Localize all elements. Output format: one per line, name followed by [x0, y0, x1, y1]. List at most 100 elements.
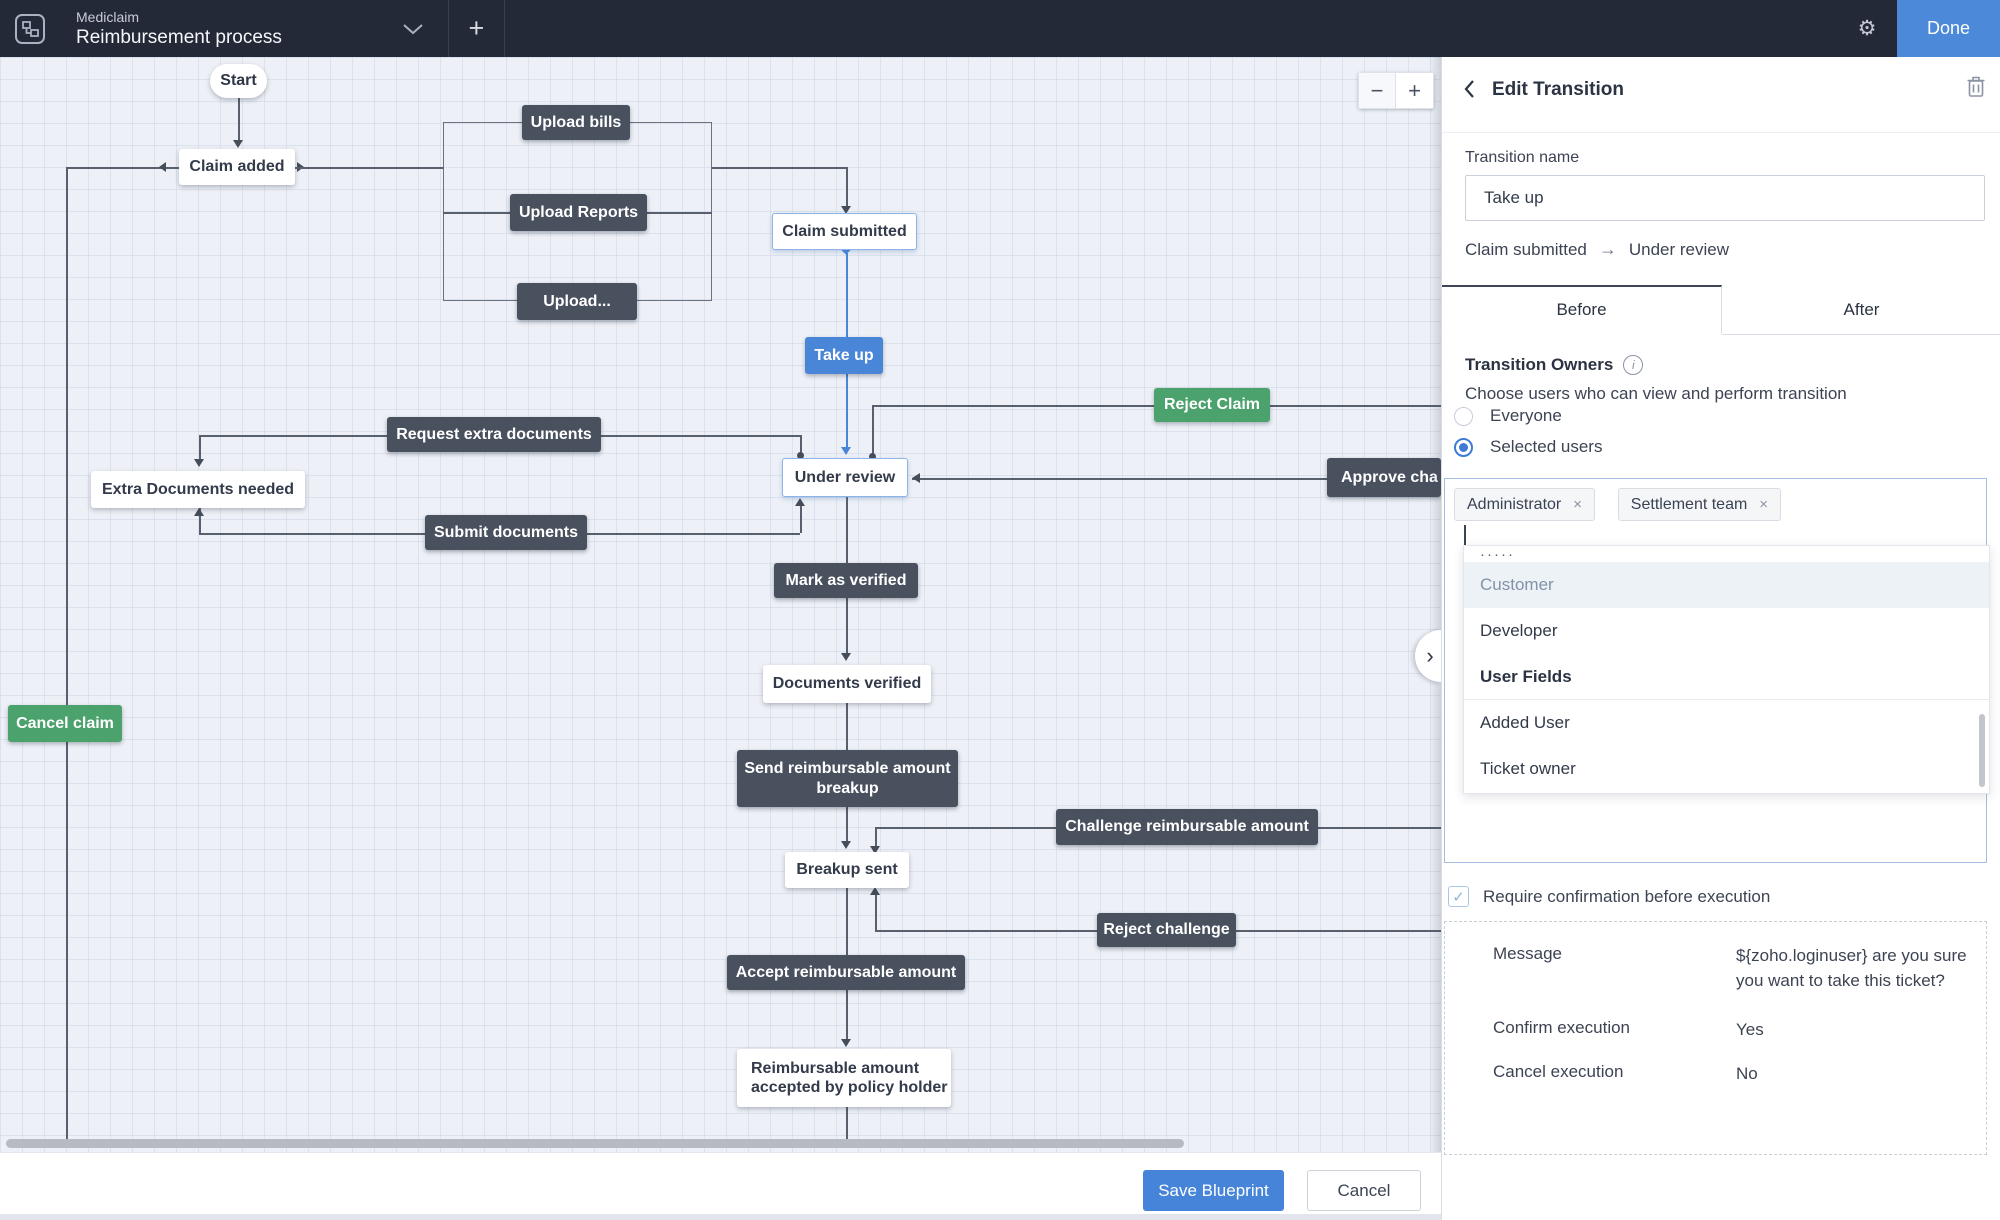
confirmation-row-value: ${zoho.loginuser} are you sure you want …	[1736, 946, 1967, 990]
node-start[interactable]: Start	[210, 64, 267, 98]
node-reimbursable-accepted[interactable]: Reimbursable amount accepted by policy h…	[737, 1049, 951, 1107]
dropdown-scrollbar[interactable]	[1979, 714, 1985, 787]
connector-line	[846, 703, 848, 750]
confirmation-checkbox[interactable]: ✓	[1448, 886, 1469, 907]
radio-selected-icon[interactable]	[1454, 437, 1473, 457]
node-submit-documents[interactable]: Submit documents	[425, 515, 587, 550]
node-claim-submitted[interactable]: Claim submitted	[772, 213, 917, 250]
connector-line	[912, 478, 1327, 480]
delete-transition-button[interactable]	[1966, 75, 1990, 101]
info-icon[interactable]: i	[1623, 355, 1644, 375]
node-upload-reports[interactable]: Upload Reports	[510, 194, 647, 231]
arrowhead-down-icon	[194, 459, 204, 467]
arrowhead-left-icon	[912, 473, 920, 483]
chevron-down-icon	[403, 23, 423, 34]
confirmation-row-message: Message ${zoho.loginuser} are you sure yo…	[1493, 944, 1976, 993]
connector-line	[199, 508, 201, 533]
add-blueprint-button[interactable]: +	[468, 13, 485, 43]
node-upload-more[interactable]: Upload...	[517, 283, 637, 320]
owner-option-selected-users[interactable]: Selected users	[1454, 437, 1602, 457]
connector-line	[846, 167, 848, 209]
node-challenge-amount[interactable]: Challenge reimbursable amount	[1056, 809, 1318, 845]
chip-remove-icon[interactable]: ×	[1573, 496, 1583, 513]
node-breakup-sent[interactable]: Breakup sent	[785, 852, 909, 888]
connector-line	[875, 827, 1056, 829]
connector-line	[846, 1107, 848, 1140]
chevron-left-icon	[1464, 80, 1474, 98]
topbar-divider	[503, 0, 505, 57]
trash-icon	[1967, 76, 1985, 97]
node-extra-documents-needed[interactable]: Extra Documents needed	[91, 471, 305, 508]
process-switcher-button[interactable]	[402, 23, 424, 35]
chip-remove-icon[interactable]: ×	[1759, 496, 1769, 513]
transition-owners-title: Transition Owners i	[1465, 355, 1644, 375]
dropdown-item-developer[interactable]: Developer	[1480, 621, 1558, 640]
radio-unselected-icon[interactable]	[1454, 406, 1473, 426]
confirmation-row-label: Message	[1493, 944, 1562, 963]
confirmation-row-label: Confirm execution	[1493, 1018, 1631, 1037]
source-dot-icon	[797, 452, 804, 459]
connector-line	[800, 435, 802, 454]
back-button[interactable]	[1458, 77, 1480, 101]
check-icon: ✓	[1452, 888, 1465, 906]
canvas-zoom-controls: − +	[1358, 72, 1434, 109]
blueprint-logo-icon[interactable]	[12, 11, 48, 47]
chevron-right-icon: ›	[1426, 643, 1434, 668]
tab-before[interactable]: Before	[1442, 285, 1722, 335]
zoom-out-button[interactable]: −	[1358, 72, 1396, 109]
arrowhead-down-icon	[870, 846, 880, 854]
confirmation-details-box: Message ${zoho.loginuser} are you sure yo…	[1444, 921, 1987, 1155]
dropdown-item-ticket-owner[interactable]: Ticket owner	[1480, 759, 1576, 778]
text-caret	[1464, 525, 1466, 552]
cancel-button[interactable]: Cancel	[1307, 1170, 1421, 1211]
zoom-in-button[interactable]: +	[1396, 72, 1434, 109]
node-claim-added[interactable]: Claim added	[179, 149, 295, 185]
arrowhead-up-icon	[194, 508, 204, 516]
settings-button[interactable]: ⚙	[1837, 16, 1897, 41]
node-reject-challenge[interactable]: Reject challenge	[1097, 913, 1236, 947]
top-bar: Mediclaim Reimbursement process + ⚙ Done	[0, 0, 2000, 57]
connector-line	[846, 253, 848, 337]
connector-line	[846, 598, 848, 655]
connector-line	[875, 892, 877, 930]
node-send-breakup[interactable]: Send reimbursable amount breakup	[737, 750, 958, 807]
done-button[interactable]: Done	[1897, 0, 2000, 57]
node-upload-bills[interactable]: Upload bills	[522, 105, 630, 140]
transition-name-input[interactable]: Take up	[1465, 175, 1985, 221]
dropdown-item-added-user[interactable]: Added User	[1480, 713, 1570, 732]
arrowhead-down-icon	[841, 841, 851, 849]
connector-line	[872, 405, 874, 455]
node-documents-verified[interactable]: Documents verified	[763, 665, 931, 703]
topbar-divider	[447, 0, 449, 57]
canvas-footer: Save Blueprint Cancel	[0, 1152, 1441, 1214]
canvas-horizontal-scrollbar[interactable]	[6, 1139, 1184, 1148]
connector-line	[1236, 930, 1441, 932]
node-reject-claim[interactable]: Reject Claim	[1154, 388, 1270, 422]
node-accept-amount[interactable]: Accept reimbursable amount	[727, 955, 965, 990]
user-chip[interactable]: Administrator ×	[1454, 488, 1596, 521]
node-request-extra-documents[interactable]: Request extra documents	[387, 417, 601, 452]
confirmation-row-confirm-execution: Confirm execution Yes	[1493, 1018, 1976, 1043]
connector-line	[1270, 405, 1441, 407]
owner-option-everyone[interactable]: Everyone	[1454, 406, 1562, 426]
node-under-review[interactable]: Under review	[782, 458, 908, 497]
process-name: Reimbursement process	[76, 26, 282, 48]
department-label: Mediclaim	[76, 8, 140, 25]
chip-label: Administrator	[1467, 495, 1562, 513]
connector-line	[238, 98, 240, 142]
dropdown-item-customer[interactable]: Customer	[1464, 562, 1989, 608]
node-cancel-claim[interactable]: Cancel claim	[8, 705, 122, 742]
dropdown-clipped-item[interactable]: ·····	[1480, 546, 1515, 556]
node-approve-challenge[interactable]: Approve cha	[1327, 458, 1441, 497]
edit-transition-panel: Edit Transition Transition name Take up …	[1441, 57, 2000, 1220]
connector-line	[800, 503, 802, 533]
confirmation-row-value: Yes	[1736, 1020, 1764, 1039]
node-mark-as-verified[interactable]: Mark as verified	[774, 563, 918, 598]
save-blueprint-button[interactable]: Save Blueprint	[1143, 1170, 1284, 1211]
user-chip[interactable]: Settlement team×	[1617, 488, 1782, 521]
connector-line	[875, 930, 1097, 932]
tab-after[interactable]: After	[1843, 299, 1880, 319]
node-take-up[interactable]: Take up	[805, 337, 883, 374]
